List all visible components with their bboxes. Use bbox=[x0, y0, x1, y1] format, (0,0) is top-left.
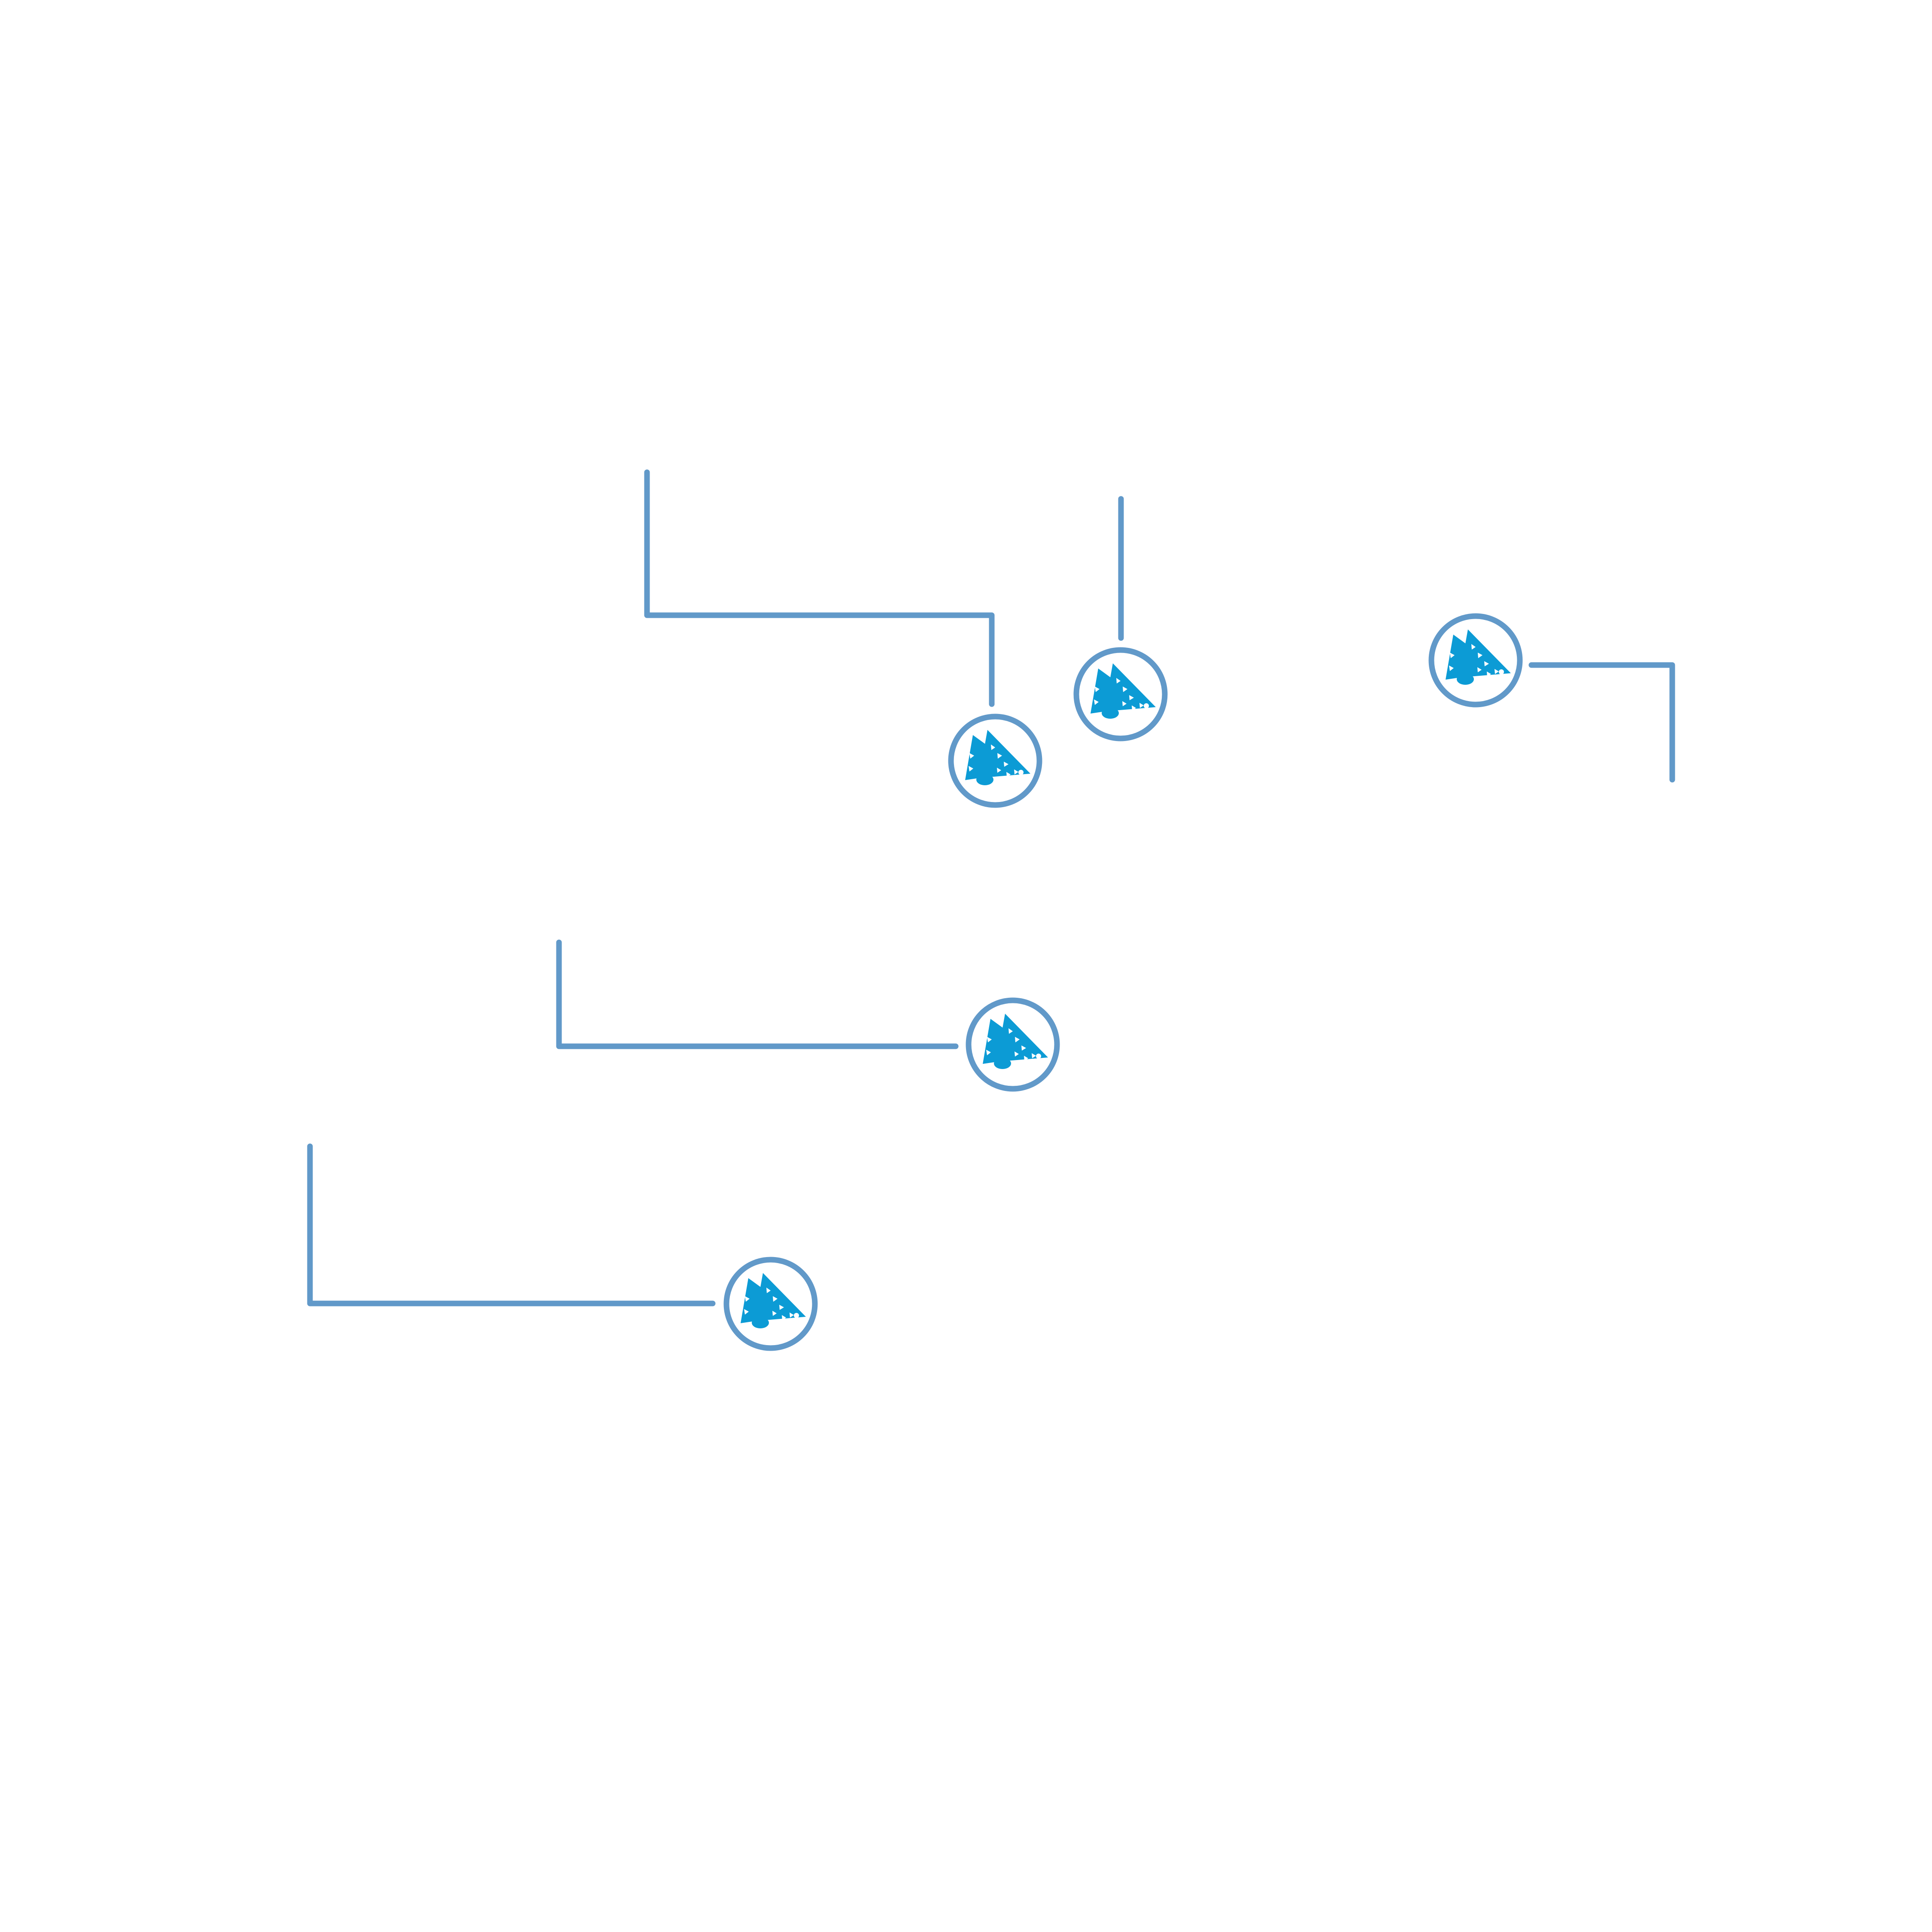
leader-line-5 bbox=[307, 1143, 716, 1306]
leader-line-4 bbox=[556, 939, 959, 1049]
markers bbox=[723, 613, 1523, 1351]
leader-lines bbox=[307, 469, 1675, 1306]
leader-line-1 bbox=[644, 469, 995, 707]
marker-5[interactable] bbox=[723, 1257, 818, 1351]
leader-line-3 bbox=[1528, 662, 1675, 783]
marker-1[interactable] bbox=[948, 714, 1042, 808]
marker-3[interactable] bbox=[1428, 613, 1523, 708]
marker-4[interactable] bbox=[966, 997, 1060, 1092]
marker-2[interactable] bbox=[1073, 647, 1168, 741]
